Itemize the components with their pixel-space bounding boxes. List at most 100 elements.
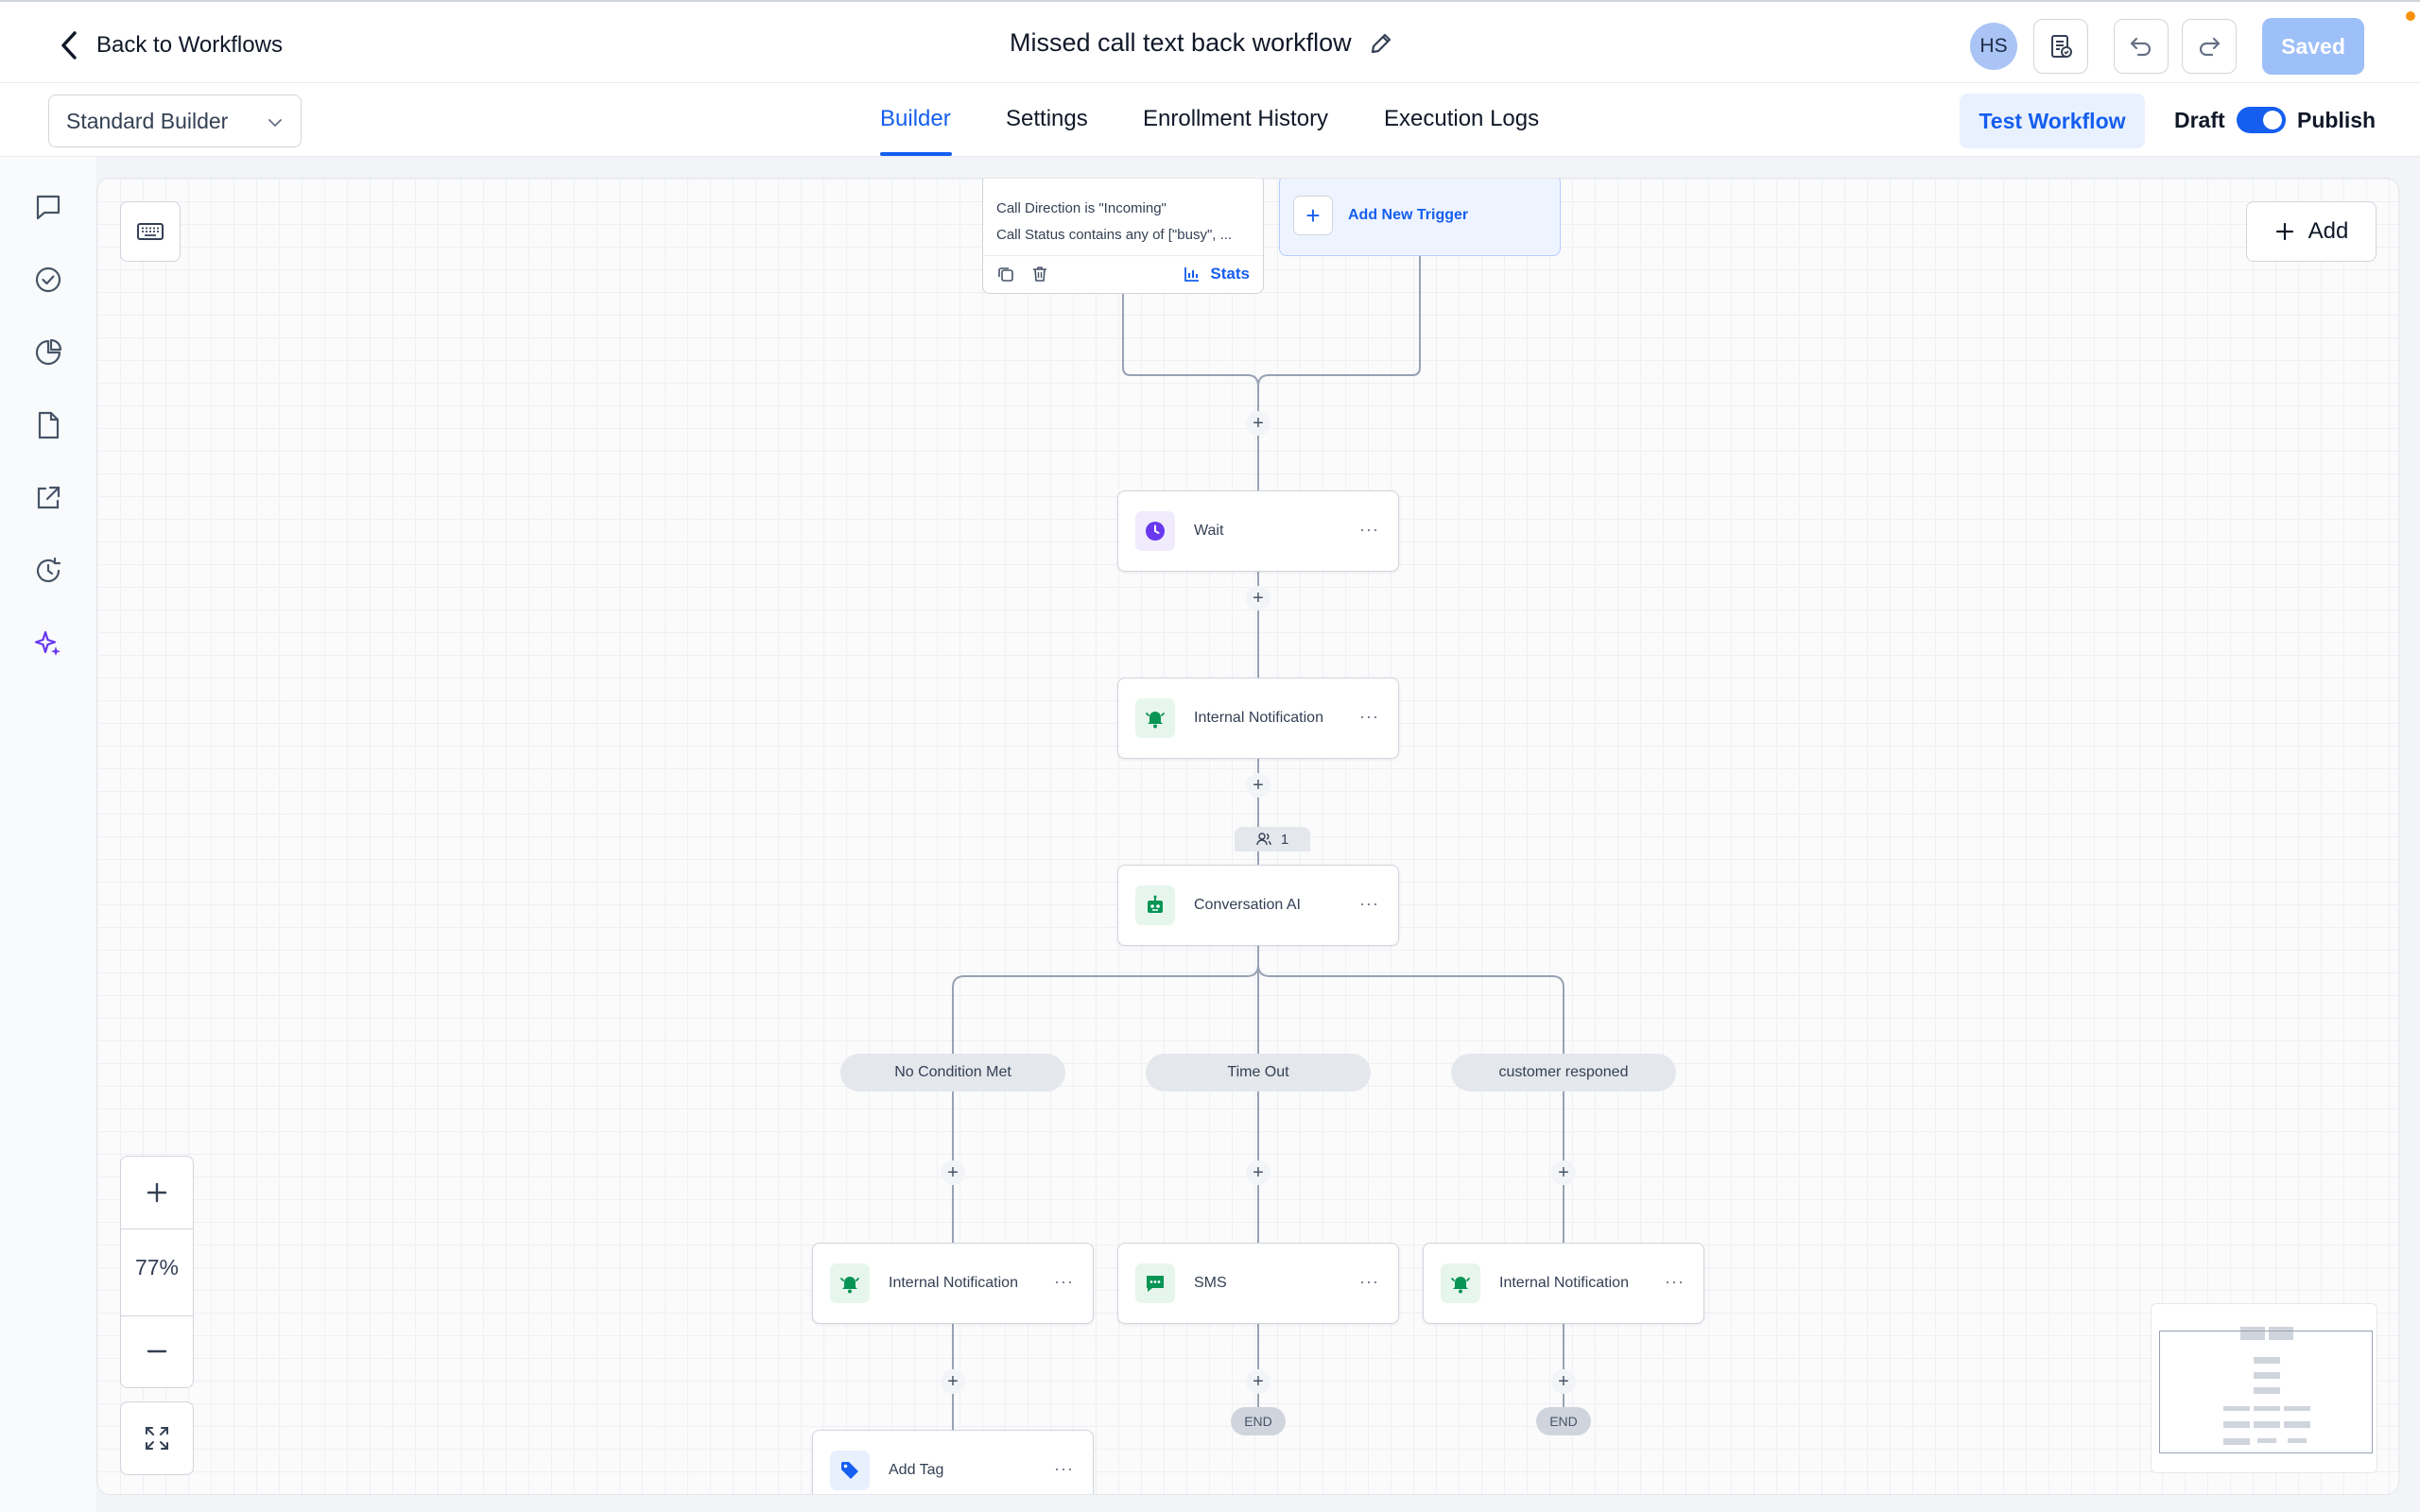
end-marker: END (1536, 1407, 1591, 1435)
redo-button[interactable] (2182, 19, 2237, 74)
minimap-viewport[interactable] (2159, 1331, 2373, 1453)
undo-icon (2130, 37, 2152, 57)
add-step-button[interactable]: + (1246, 773, 1270, 798)
external-link-icon[interactable] (32, 482, 64, 514)
minimap-node (2257, 1438, 2276, 1443)
pencil-icon[interactable] (1369, 31, 1393, 56)
trash-icon[interactable] (1030, 265, 1049, 284)
more-options-icon[interactable]: ··· (1359, 707, 1379, 726)
workflow-title: Missed call text back workflow (1010, 28, 1393, 58)
step-wait[interactable]: Wait ··· (1117, 490, 1399, 572)
stats-button[interactable]: Stats (1184, 265, 1250, 284)
step-internal-notification[interactable]: Internal Notification ··· (1117, 678, 1399, 759)
minimap-node (2254, 1357, 2280, 1364)
more-options-icon[interactable]: ··· (1054, 1459, 1074, 1478)
tab-settings[interactable]: Settings (1006, 106, 1088, 131)
keyboard-shortcuts-button[interactable] (120, 201, 181, 262)
tab-enrollment-history[interactable]: Enrollment History (1143, 106, 1329, 131)
chat-bubble-icon[interactable] (32, 191, 64, 223)
add-button[interactable]: Add (2246, 201, 2377, 262)
draft-label: Draft (2174, 108, 2225, 132)
keyboard-icon (137, 223, 164, 240)
stats-label: Stats (1210, 265, 1250, 283)
bell-icon (1441, 1263, 1480, 1303)
more-options-icon[interactable]: ··· (1359, 1272, 1379, 1291)
add-step-button[interactable]: + (1246, 1369, 1270, 1394)
step-internal-notification[interactable]: Internal Notification ··· (1423, 1243, 1704, 1324)
workflow-title-text: Missed call text back workflow (1010, 28, 1352, 57)
chevron-left-icon (61, 31, 77, 60)
trigger-filter-direction: Call Direction is "Incoming" (996, 200, 1167, 216)
add-step-button[interactable]: + (1551, 1160, 1576, 1185)
add-step-button[interactable]: + (941, 1160, 965, 1185)
sub-bar: Standard Builder Builder Settings Enroll… (0, 83, 2420, 157)
add-label: Add (2308, 218, 2349, 244)
publish-label: Publish (2297, 108, 2377, 132)
builder-select-value: Standard Builder (66, 108, 229, 133)
branch-customer-responded[interactable]: customer responed (1451, 1054, 1676, 1091)
history-icon[interactable] (32, 555, 64, 587)
branch-time-out[interactable]: Time Out (1146, 1054, 1371, 1091)
step-label: Internal Notification (1194, 710, 1323, 726)
minimap-node (2254, 1387, 2280, 1394)
plus-icon (2275, 222, 2293, 241)
workflow-canvas[interactable]: Call Direction is "Incoming" Call Status… (96, 178, 2399, 1495)
step-conversation-ai[interactable]: Conversation AI ··· (1117, 865, 1399, 946)
document-icon[interactable] (32, 409, 64, 441)
add-step-button[interactable]: + (941, 1369, 965, 1394)
tab-execution-logs[interactable]: Execution Logs (1384, 106, 1540, 131)
step-add-tag[interactable]: Add Tag ··· (812, 1430, 1094, 1494)
enrollment-count: 1 (1280, 831, 1289, 848)
enrollment-count-badge[interactable]: 1 (1235, 827, 1310, 851)
top-bar: Back to Workflows Missed call text back … (0, 0, 2420, 83)
add-step-button[interactable]: + (1246, 411, 1270, 436)
notification-dot (2406, 11, 2415, 21)
bar-chart-icon (1184, 267, 1200, 282)
zoom-in-button[interactable] (121, 1157, 193, 1228)
copy-icon[interactable] (996, 265, 1015, 284)
zoom-control: 77% (120, 1156, 194, 1388)
minimap-node (2254, 1406, 2280, 1411)
trigger-tools (996, 265, 1049, 284)
add-step-button[interactable]: + (1246, 1160, 1270, 1185)
more-options-icon[interactable]: ··· (1665, 1272, 1685, 1291)
sparkles-icon[interactable] (32, 627, 64, 660)
zoom-out-button[interactable] (121, 1315, 193, 1387)
publish-toggle[interactable] (2237, 107, 2286, 133)
robot-icon (1135, 885, 1175, 925)
pie-chart-icon[interactable] (32, 336, 64, 369)
more-options-icon[interactable]: ··· (1359, 520, 1379, 539)
clipboard-check-icon (2051, 35, 2072, 58)
zoom-divider (121, 1228, 193, 1229)
add-step-button[interactable]: + (1551, 1369, 1576, 1394)
minimap-node (2288, 1438, 2307, 1443)
add-new-trigger-label: Add New Trigger (1348, 207, 1469, 223)
more-options-icon[interactable]: ··· (1054, 1272, 1074, 1291)
undo-button[interactable] (2114, 19, 2169, 74)
step-label: SMS (1194, 1275, 1227, 1291)
step-label: Internal Notification (889, 1275, 1018, 1291)
plus-icon: + (1293, 196, 1333, 235)
minimap-node (2223, 1421, 2250, 1428)
branch-no-condition-met[interactable]: No Condition Met (840, 1054, 1065, 1091)
trigger-card[interactable]: Call Direction is "Incoming" Call Status… (982, 179, 1264, 294)
step-sms[interactable]: SMS ··· (1117, 1243, 1399, 1324)
saved-button[interactable]: Saved (2262, 18, 2364, 75)
fit-view-button[interactable] (120, 1401, 194, 1475)
add-step-button[interactable]: + (1246, 586, 1270, 610)
clock-icon (1135, 511, 1175, 551)
tab-builder[interactable]: Builder (880, 106, 951, 131)
minimap[interactable] (2151, 1303, 2377, 1473)
check-circle-icon[interactable] (32, 264, 64, 296)
back-to-workflows-link[interactable]: Back to Workflows (59, 30, 283, 60)
notes-button[interactable] (2033, 19, 2088, 74)
builder-select[interactable]: Standard Builder (48, 94, 302, 147)
users-icon (1256, 833, 1271, 846)
more-options-icon[interactable]: ··· (1359, 894, 1379, 913)
step-internal-notification[interactable]: Internal Notification ··· (812, 1243, 1094, 1324)
avatar[interactable]: HS (1970, 23, 2017, 70)
step-label: Wait (1194, 523, 1224, 539)
add-new-trigger-button[interactable]: + Add New Trigger (1279, 179, 1561, 256)
test-workflow-button[interactable]: Test Workflow (1960, 94, 2145, 148)
left-rail (0, 157, 96, 1512)
